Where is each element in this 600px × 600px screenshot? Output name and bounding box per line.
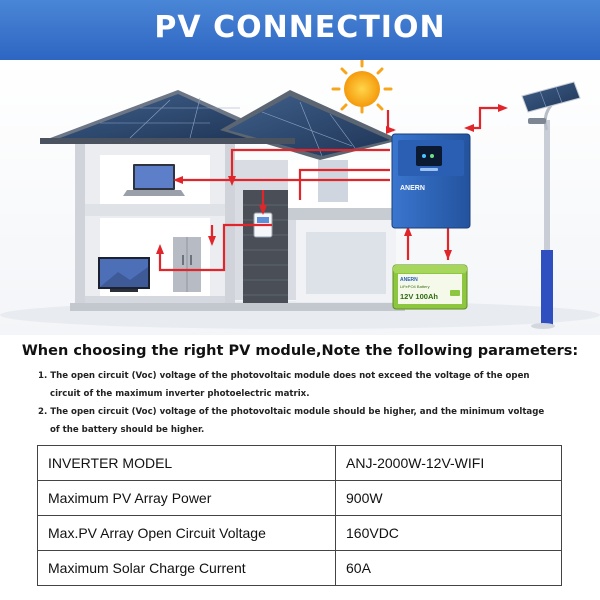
table-row: INVERTER MODEL ANJ-2000W-12V-WIFI [37, 445, 562, 481]
note-2: 2. The open circuit (Voc) voltage of the… [38, 403, 568, 439]
inverter-icon: ANERN [391, 133, 471, 229]
spec-table: INVERTER MODEL ANJ-2000W-12V-WIFI Maximu… [37, 445, 562, 586]
sun-icon [331, 60, 393, 114]
spec-value: 60A [335, 550, 562, 586]
refrigerator-icon [173, 237, 201, 292]
spec-value: 160VDC [335, 515, 562, 551]
battery-rating: 12V 100Ah [400, 292, 438, 301]
spec-label: INVERTER MODEL [37, 445, 336, 481]
spec-label: Maximum Solar Charge Current [37, 550, 336, 586]
table-row: Max.PV Array Open Circuit Voltage 160VDC [37, 515, 562, 551]
note-2-line-2: of the battery should be higher. [50, 425, 205, 435]
inverter-brand: ANERN [400, 185, 425, 192]
laptop-icon [123, 164, 185, 196]
battery-type: LiFePO4 Battery [400, 284, 430, 289]
note-1-line-1: 1. The open circuit (Voc) voltage of the… [38, 371, 530, 381]
note-1: 1. The open circuit (Voc) voltage of the… [38, 367, 568, 403]
table-row: Maximum Solar Charge Current 60A [37, 550, 562, 586]
house-icon [40, 90, 405, 311]
title-banner: PV CONNECTION [0, 0, 600, 60]
spec-value: 900W [335, 480, 562, 516]
spec-label: Max.PV Array Open Circuit Voltage [37, 515, 336, 551]
wiring-lines [158, 106, 500, 272]
pv-connection-illustration: ANERN ANERN LiFePO4 Battery 12V 100Ah [0, 60, 600, 335]
battery-brand: ANERN [400, 277, 418, 283]
solar-street-light-icon [521, 81, 581, 329]
table-row: Maximum PV Array Power 900W [37, 480, 562, 516]
spec-label: Maximum PV Array Power [37, 480, 336, 516]
battery-icon: ANERN LiFePO4 Battery 12V 100Ah [392, 264, 468, 310]
tv-icon [98, 257, 150, 292]
wire-arrows [156, 104, 508, 260]
note-1-line-2: circuit of the maximum inverter photoele… [50, 389, 310, 399]
parameters-heading: When choosing the right PV module,Note t… [21, 343, 579, 359]
spec-value: ANJ-2000W-12V-WIFI [335, 445, 562, 481]
banner-title: PV CONNECTION [154, 10, 446, 45]
note-2-line-1: 2. The open circuit (Voc) voltage of the… [38, 407, 545, 417]
